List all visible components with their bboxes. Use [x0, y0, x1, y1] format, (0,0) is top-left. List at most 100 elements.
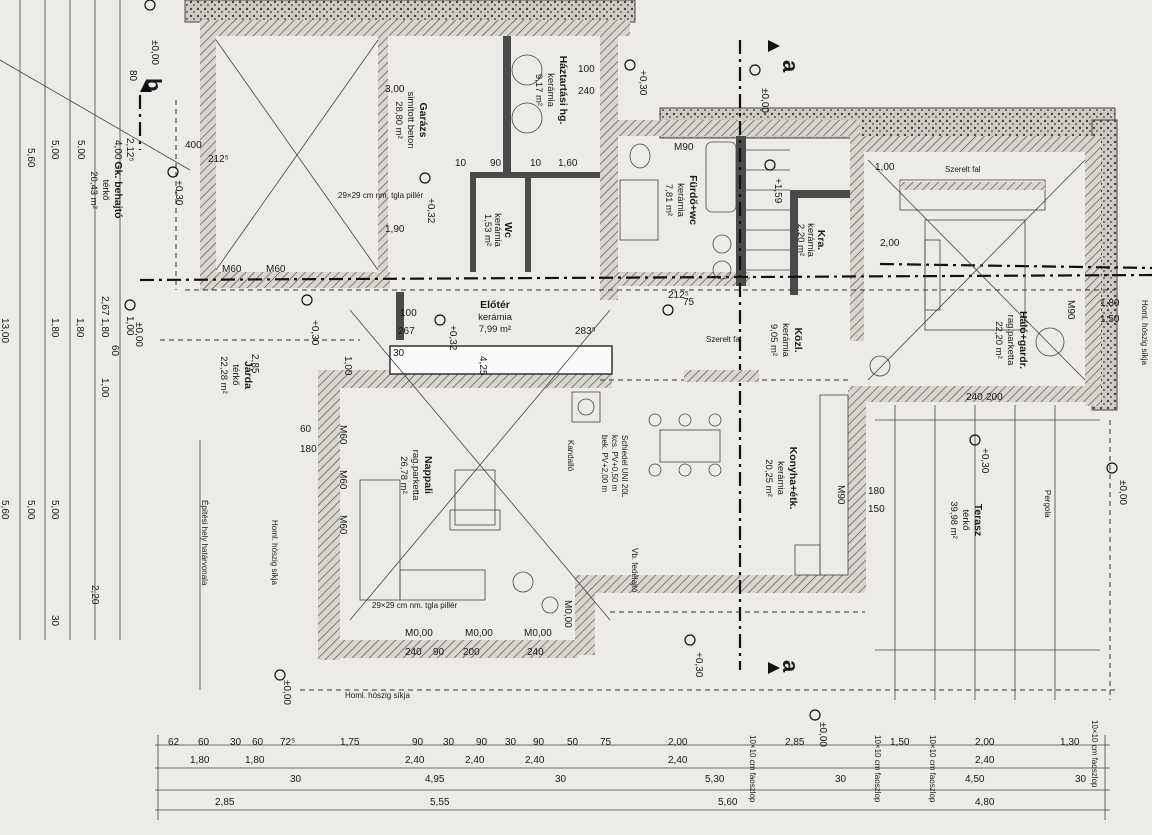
row1-value: 2,85 — [785, 737, 805, 748]
room-name-bedroom: Háló+gardr. — [1017, 311, 1029, 369]
left-dimension-chain — [0, 0, 201, 690]
row1-value: 1,75 — [340, 737, 360, 748]
note-partition-hall: Szerelt fal — [706, 335, 742, 344]
room-name-wc: Wc — [502, 222, 514, 238]
level-mark-bottom-left: ±0,00 — [281, 680, 292, 705]
innerdims-value: 1,80 — [1100, 298, 1120, 309]
bottom-dimension-chain — [155, 735, 1110, 820]
row2-value: 2,40 — [668, 755, 688, 766]
row1-value: 60 — [252, 737, 264, 748]
row3-value: 30 — [835, 774, 847, 785]
window-label-8: M0,00 — [524, 628, 552, 639]
row2-value: 2,40 — [465, 755, 485, 766]
innerdims-value: 240 — [578, 86, 595, 97]
note-post-2: 10×10 cm faoszlop — [873, 735, 882, 803]
row2-value: 1,80 — [245, 755, 265, 766]
room-floor-corridor: kerámia — [780, 323, 791, 358]
window-label-4: M60 — [337, 470, 348, 490]
window-label-3: M60 — [337, 425, 348, 445]
level-living-bottom: +0,30 — [693, 652, 704, 678]
washbasins — [712, 234, 732, 280]
room-area-sidewalk: 22,28 m² — [218, 356, 229, 394]
leftdims-value: 13,00 — [0, 318, 10, 343]
row4-value: 5,55 — [430, 797, 450, 808]
window-label-9: M0,00 — [562, 600, 573, 628]
room-area-hall: 7,99 m² — [479, 324, 511, 335]
innerdims-value: 180 — [868, 486, 885, 497]
washing-machine — [511, 54, 543, 134]
note-post-1: 10×10 cm faoszlop — [748, 735, 757, 803]
row2-value: 2,40 — [405, 755, 425, 766]
room-area-bath: 7,81 m² — [663, 184, 674, 216]
toilet — [629, 143, 651, 169]
innerdims-value: 10 — [455, 158, 467, 169]
innerdims-value: 240 — [405, 647, 422, 658]
level-mark-right: ±0,00 — [1117, 480, 1128, 505]
row4-value: 5,60 — [718, 797, 738, 808]
row1-value: 30 — [230, 737, 242, 748]
row3-value: 30 — [290, 774, 302, 785]
innerdims-value: 1,60 — [558, 158, 578, 169]
row3-value: 30 — [1075, 774, 1087, 785]
leftdims-value: 1,00 — [99, 378, 110, 398]
row1-value: 60 — [198, 737, 210, 748]
window-label-1: M60 — [222, 264, 242, 275]
note-eaves-bottom: Homl. hószig síkja — [345, 691, 410, 700]
row1-value: 72⁵ — [280, 737, 295, 748]
row1-value: 30 — [505, 737, 517, 748]
note-chimney-1: Schiedel UNI 20L — [620, 435, 629, 498]
section-line-b — [139, 273, 1152, 282]
level-garage: +0,32 — [425, 198, 436, 224]
gravel-strip-top — [184, 0, 636, 23]
note-pillar-garage: 29×29 cm nm. tgla pillér — [338, 191, 423, 200]
leftdims-value: 5,00 — [75, 140, 86, 160]
innerdims-value: 400 — [185, 140, 202, 151]
note-eaves-right: Homl. hószig síkja — [1140, 300, 1149, 365]
room-floor-terrace: térkő — [960, 509, 971, 530]
level-mark-top-left: ±0,00 — [149, 40, 160, 65]
note-eaves-left: Homl. hószig síkja — [270, 520, 279, 585]
room-name-bath: Fürdő+wc — [687, 175, 699, 225]
innerdims-value: 267 — [398, 326, 415, 337]
room-name-driveway: Gk. behajtó — [112, 161, 124, 218]
room-name-pantry: Kra. — [815, 230, 827, 251]
room-name-living: Nappali — [422, 456, 434, 494]
bed — [924, 219, 1026, 331]
window-label-5: M60 — [337, 515, 348, 535]
level-mark-bottom: ±0,00 — [817, 722, 828, 747]
innerdims-value: 90 — [433, 647, 445, 658]
room-floor-pantry: kerámia — [805, 223, 816, 258]
level-terrace: +0,30 — [979, 448, 990, 474]
innerdims-value: 2,00 — [880, 238, 900, 249]
row1-value: 2,00 — [975, 737, 995, 748]
window-label-6: M0,00 — [405, 628, 433, 639]
leftdims-value: 1,80 — [99, 318, 110, 338]
innerdims-value: 200 — [986, 392, 1003, 403]
note-chimney-2: kcs. PV+0,50 m — [610, 435, 619, 492]
innerdims-value: 1,00 — [875, 162, 895, 173]
leftdims-value: 30 — [49, 615, 60, 627]
innerdims-value: 212⁵ — [208, 154, 229, 165]
leftdims-value: 80 — [127, 70, 138, 82]
window-label-11: M90 — [1065, 300, 1076, 320]
innerdims-value: 150 — [868, 504, 885, 515]
room-area-garage: 28,80 m² — [393, 101, 404, 139]
fireplace — [571, 391, 601, 423]
room-name-kitchen: Konyha+étk. — [787, 447, 799, 510]
leftdims-value: 5,60 — [0, 500, 10, 520]
innerdims-value: 212⁵ — [668, 290, 689, 301]
leftdims-value: 2,20 — [89, 585, 100, 605]
room-name-sidewalk: Járda — [242, 361, 254, 389]
leftdims-value: 1,80 — [49, 318, 60, 338]
innerdims-value: 100 — [578, 64, 595, 75]
level-utility: +0,30 — [637, 70, 648, 96]
level-marker-symbols — [124, 0, 1118, 721]
row3-value: 4,95 — [425, 774, 445, 785]
dining-table — [648, 413, 722, 477]
room-floor-sidewalk: térkő — [230, 364, 241, 385]
